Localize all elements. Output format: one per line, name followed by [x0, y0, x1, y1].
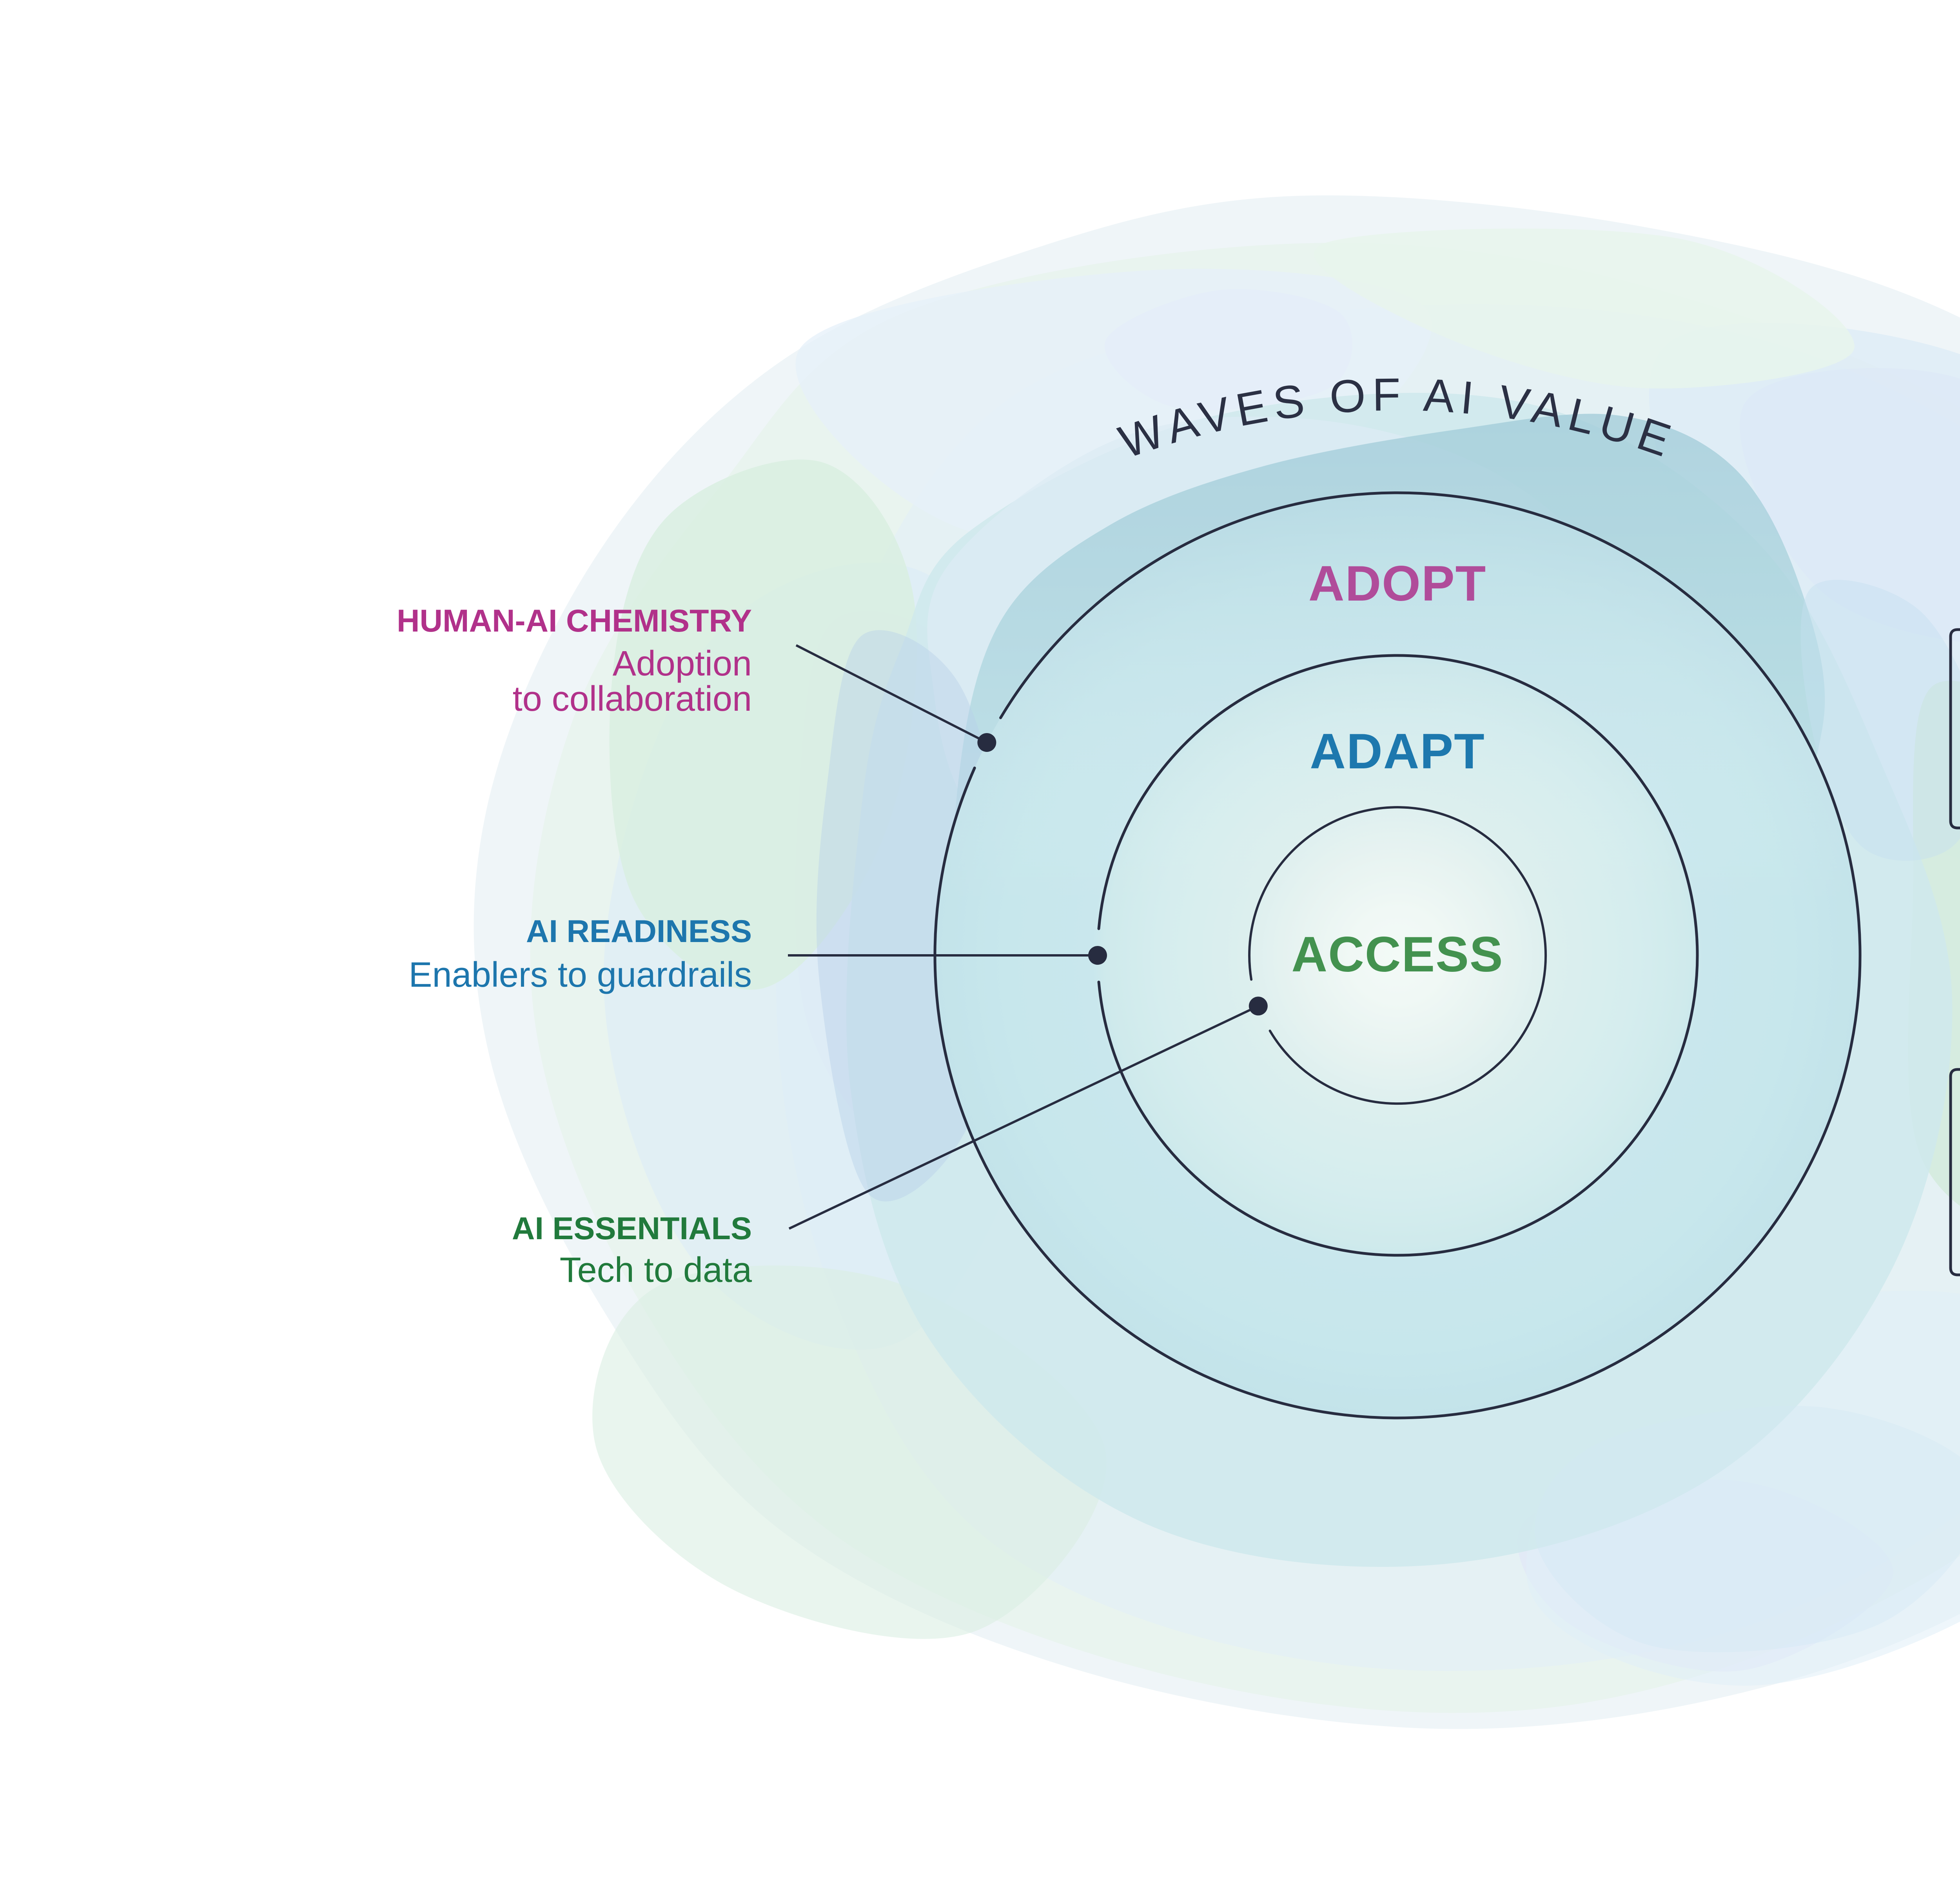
- svg-text:AI READINESS: AI READINESS: [526, 914, 752, 949]
- svg-text:Adoption: Adoption: [613, 644, 752, 683]
- svg-text:ADAPT: ADAPT: [1310, 723, 1485, 779]
- svg-text:Tech to data: Tech to data: [560, 1251, 752, 1290]
- svg-text:ADOPT: ADOPT: [1308, 555, 1487, 611]
- svg-text:Enablers to guardrails: Enablers to guardrails: [409, 955, 752, 995]
- svg-text:HUMAN-AI CHEMISTRY: HUMAN-AI CHEMISTRY: [397, 603, 752, 639]
- svg-text:to collaboration: to collaboration: [513, 679, 752, 719]
- svg-text:ACCESS: ACCESS: [1291, 926, 1503, 982]
- svg-text:AI ESSENTIALS: AI ESSENTIALS: [512, 1211, 752, 1246]
